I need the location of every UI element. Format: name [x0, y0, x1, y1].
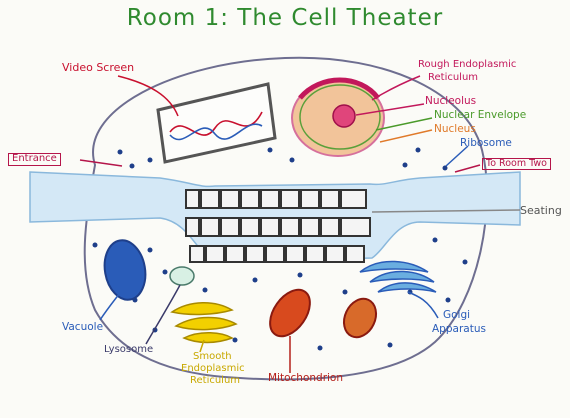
golgi-label: Golgi	[443, 309, 471, 321]
nucleolus-label: Nucleolus	[425, 95, 477, 107]
rough-er-label: Rough Endoplasmic	[418, 59, 517, 70]
mitochondrion-label: Mitochondrion	[268, 372, 344, 384]
page-title: Room 1: The Cell Theater	[126, 5, 444, 31]
smooth-er-label-line2: Endoplasmic	[181, 363, 245, 374]
video-screen	[156, 82, 277, 164]
video-screen-label: Video Screen	[62, 61, 135, 74]
lysosome-label: Lysosome	[104, 344, 154, 355]
nuclear-envelope-label: Nuclear Envelope	[434, 109, 527, 121]
nucleus-organelle	[291, 77, 385, 157]
mitochondrion-organelle	[269, 288, 378, 339]
to-room-two-sign: To Room Two	[482, 158, 551, 170]
golgi-label-line2: Apparatus	[432, 323, 486, 335]
smooth-er-label: Smooth	[193, 351, 232, 362]
seating-label: Seating	[520, 204, 562, 217]
smooth-er-label-line3: Reticulum	[190, 375, 241, 386]
smooth-er-organelle	[170, 302, 238, 344]
vacuole-organelle	[103, 239, 147, 301]
entrance-sign: Entrance	[8, 153, 61, 166]
lysosome-organelle	[169, 266, 195, 286]
nucleus-label: Nucleus	[434, 123, 476, 135]
golgi-organelle	[359, 260, 437, 293]
vacuole-label: Vacuole	[62, 321, 104, 333]
ribosome-label: Ribosome	[460, 137, 512, 149]
rough-er-label-line2: Reticulum	[428, 72, 479, 83]
ribosome-dots	[92, 147, 468, 351]
